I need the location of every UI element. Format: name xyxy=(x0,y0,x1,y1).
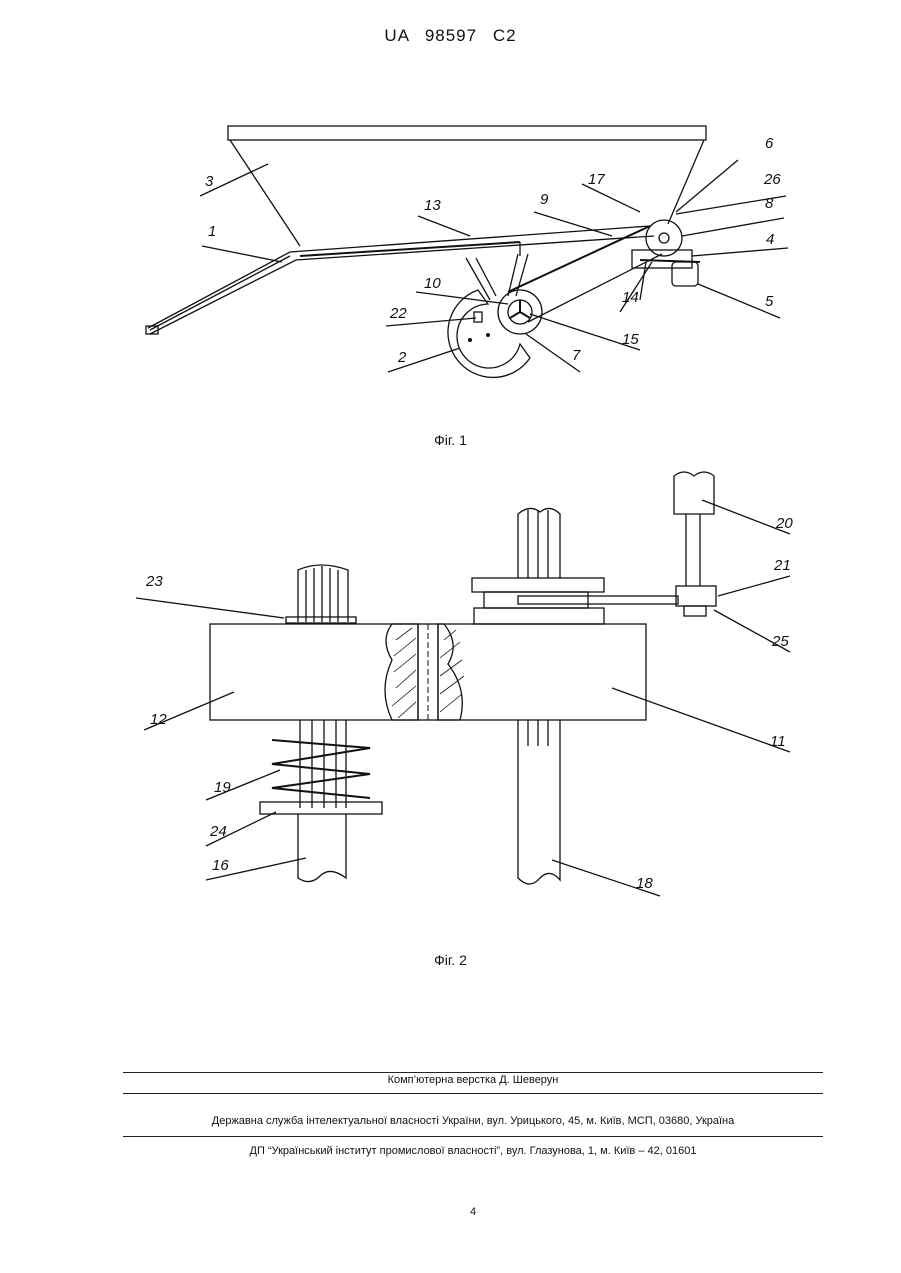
label-26: 26 xyxy=(763,171,781,188)
figure-1-labels: 3 1 13 9 17 6 26 8 4 5 14 15 7 10 22 2 xyxy=(205,135,781,366)
label-5: 5 xyxy=(765,293,774,310)
label-1: 1 xyxy=(208,223,216,240)
label-25: 25 xyxy=(771,633,789,650)
footer-rule-top xyxy=(123,1072,823,1073)
drive-belt xyxy=(498,220,682,334)
label-4: 4 xyxy=(766,231,774,248)
label-6: 6 xyxy=(765,135,774,152)
footer-rule-middle xyxy=(123,1093,823,1094)
left-shaft xyxy=(260,565,382,882)
institute-address: ДП “Український інститут промислової вла… xyxy=(0,1145,901,1157)
typesetting-credit: Комп’ютерна верстка Д. Шеверун xyxy=(0,1074,901,1086)
label-23: 23 xyxy=(145,573,163,590)
label-11: 11 xyxy=(770,733,786,750)
label-24: 24 xyxy=(209,823,227,840)
label-16: 16 xyxy=(212,857,229,874)
figure-1-caption: Фіг. 1 xyxy=(0,432,901,448)
label-18: 18 xyxy=(636,875,653,892)
figure-2-caption: Фіг. 2 xyxy=(0,952,901,968)
label-3: 3 xyxy=(205,173,214,190)
label-21: 21 xyxy=(773,557,791,574)
label-12: 12 xyxy=(150,711,167,728)
label-9: 9 xyxy=(540,191,549,208)
figure-1-drawing: 3 1 13 9 17 6 26 8 4 5 14 15 7 10 22 2 xyxy=(0,100,901,400)
main-plate xyxy=(210,624,646,720)
figure-2-drawing: 23 12 19 24 16 20 21 25 11 18 xyxy=(0,460,901,910)
figure-2-labels: 23 12 19 24 16 20 21 25 11 18 xyxy=(145,515,793,892)
label-13: 13 xyxy=(424,197,441,214)
label-15: 15 xyxy=(622,331,639,348)
label-2: 2 xyxy=(397,349,407,366)
publisher-address: Державна служба інтелектуальної власност… xyxy=(0,1115,901,1127)
leader-lines xyxy=(200,160,788,372)
footer-rule-bottom xyxy=(123,1136,823,1137)
gearbox xyxy=(632,250,700,300)
hopper xyxy=(228,126,706,246)
patent-number: UA 98597 C2 xyxy=(0,26,901,46)
label-19: 19 xyxy=(214,779,231,796)
label-10: 10 xyxy=(424,275,441,292)
label-7: 7 xyxy=(572,347,581,364)
label-8: 8 xyxy=(765,195,774,212)
label-17: 17 xyxy=(588,171,605,188)
right-shaft xyxy=(472,508,604,884)
label-20: 20 xyxy=(775,515,793,532)
label-22: 22 xyxy=(389,305,407,322)
page-number: 4 xyxy=(0,1206,901,1218)
label-14: 14 xyxy=(622,289,639,306)
leader-lines-fig2 xyxy=(136,500,790,896)
